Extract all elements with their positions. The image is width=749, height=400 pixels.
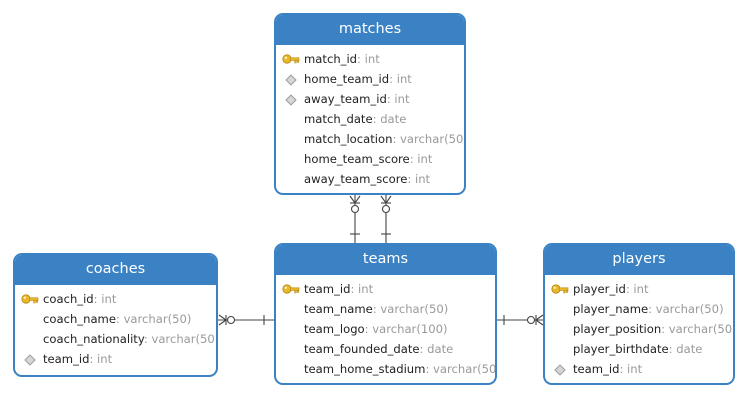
attribute-row[interactable]: away_team_id: int xyxy=(276,89,464,109)
attribute-type: : int xyxy=(409,152,433,166)
attribute-name: team_home_stadium xyxy=(304,362,426,376)
attribute-row[interactable]: player_birthdate: date xyxy=(545,339,733,359)
attribute-type: : varchar(50) xyxy=(425,362,497,376)
attribute-row[interactable]: team_id: int xyxy=(15,349,216,369)
attribute-name: match_location xyxy=(304,132,393,146)
attribute-row[interactable]: home_team_score: int xyxy=(276,149,464,169)
attribute-name: match_date xyxy=(304,112,373,126)
attribute-type: : date xyxy=(372,112,407,126)
attribute-name: team_id xyxy=(304,282,351,296)
attribute-name: player_position xyxy=(573,322,662,336)
foreign-key-diamond-icon xyxy=(554,364,566,376)
attribute-row[interactable]: match_location: varchar(50) xyxy=(276,129,464,149)
attribute-name: home_team_id xyxy=(304,72,390,86)
attribute-type: : varchar(50) xyxy=(661,322,735,336)
relationship-teams-matches-home xyxy=(349,194,361,244)
attribute-row[interactable]: team_id: int xyxy=(276,279,495,299)
key-icon xyxy=(21,292,39,306)
entity-title: players xyxy=(545,245,733,275)
attribute-name: coach_id xyxy=(43,292,94,306)
attribute-type: : int xyxy=(619,362,643,376)
attribute-row[interactable]: team_name: varchar(50) xyxy=(276,299,495,319)
attribute-row[interactable]: coach_id: int xyxy=(15,289,216,309)
attribute-name: home_team_score xyxy=(304,152,410,166)
relationship-teams-matches-away xyxy=(380,194,392,244)
attribute-type: : varchar(50) xyxy=(115,312,192,326)
key-icon xyxy=(282,52,300,66)
attribute-name: player_id xyxy=(573,282,626,296)
attribute-name: team_id xyxy=(573,362,620,376)
attribute-name: player_birthdate xyxy=(573,342,669,356)
attribute-row[interactable]: player_id: int xyxy=(545,279,733,299)
foreign-key-diamond-icon xyxy=(24,354,36,366)
attribute-type: : int xyxy=(350,282,374,296)
attribute-row[interactable]: match_date: date xyxy=(276,109,464,129)
key-icon xyxy=(551,282,569,296)
attribute-row[interactable]: team_id: int xyxy=(545,359,733,379)
attribute-row[interactable]: home_team_id: int xyxy=(276,69,464,89)
relationship-teams-coaches xyxy=(217,314,275,326)
attribute-name: coach_nationality xyxy=(43,332,144,346)
attribute-type: : int xyxy=(625,282,649,296)
attribute-type: : int xyxy=(357,52,380,66)
attribute-row[interactable]: match_id: int xyxy=(276,49,464,69)
attribute-type: : varchar(50) xyxy=(648,302,724,316)
entity-title: coaches xyxy=(15,255,216,285)
attribute-name: team_logo xyxy=(304,322,365,336)
attribute-name: player_name xyxy=(573,302,649,316)
attribute-row[interactable]: team_home_stadium: varchar(50) xyxy=(276,359,495,379)
attribute-row[interactable]: coach_name: varchar(50) xyxy=(15,309,216,329)
attribute-row[interactable]: team_founded_date: date xyxy=(276,339,495,359)
attribute-name: away_team_score xyxy=(304,172,408,186)
attribute-type: : int xyxy=(386,92,410,106)
attribute-type: : varchar(100) xyxy=(364,322,448,336)
foreign-key-diamond-icon xyxy=(285,94,297,106)
attribute-type: : int xyxy=(407,172,431,186)
attribute-type: : int xyxy=(89,352,113,366)
attribute-row[interactable]: player_name: varchar(50) xyxy=(545,299,733,319)
attribute-name: team_id xyxy=(43,352,90,366)
relationship-teams-players xyxy=(496,314,545,326)
attribute-row[interactable]: player_position: varchar(50) xyxy=(545,319,733,339)
attribute-type: : varchar(50) xyxy=(372,302,449,316)
attribute-type: : date xyxy=(668,342,703,356)
foreign-key-diamond-icon xyxy=(285,74,297,86)
attribute-row[interactable]: coach_nationality: varchar(50) xyxy=(15,329,216,349)
attribute-name: coach_name xyxy=(43,312,116,326)
attribute-type: : varchar(50) xyxy=(392,132,466,146)
attribute-name: away_team_id xyxy=(304,92,387,106)
attribute-name: team_founded_date xyxy=(304,342,420,356)
attribute-type: : int xyxy=(93,292,117,306)
key-icon xyxy=(282,282,300,296)
attribute-type: : date xyxy=(419,342,454,356)
attribute-type: : varchar(50) xyxy=(143,332,218,346)
attribute-row[interactable]: away_team_score: int xyxy=(276,169,464,189)
entity-title: teams xyxy=(276,245,495,275)
attribute-name: team_name xyxy=(304,302,373,316)
attribute-name: match_id xyxy=(304,52,358,66)
attribute-type: : int xyxy=(389,72,412,86)
entity-title: matches xyxy=(276,15,464,45)
attribute-row[interactable]: team_logo: varchar(100) xyxy=(276,319,495,339)
